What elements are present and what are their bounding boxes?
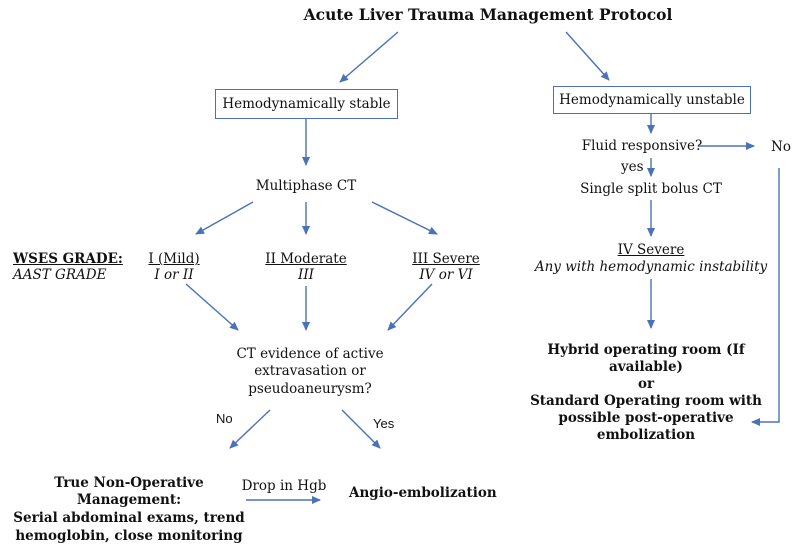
multiphase-ct: Multiphase CT	[255, 178, 357, 194]
or-line-4: Standard Operating room with	[530, 393, 762, 409]
nom-title-line-1: True Non-Operative	[54, 475, 204, 491]
aast-grade-label: AAST GRADE	[13, 267, 107, 283]
or-line-6: embolization	[596, 427, 696, 443]
or-line-2: available)	[609, 359, 683, 375]
arrow-no-to-or	[751, 168, 780, 426]
grade1-aast: I or II	[154, 267, 194, 283]
fluid-yes-label: yes	[621, 159, 644, 175]
no-branch-label: No	[216, 411, 233, 426]
nom-title-line-2: Management:	[76, 492, 182, 508]
arrow-title-to-unstable	[565, 31, 610, 81]
fluid-no-label: No	[771, 139, 791, 155]
stable-box-label: Hemodynamically stable	[222, 96, 391, 112]
arrow-ct-to-grade1	[195, 201, 254, 235]
or-line-3: or	[637, 376, 655, 392]
grade4-note: Any with hemodynamic instability	[534, 259, 768, 275]
grade2-aast: III	[298, 267, 314, 283]
arrow-title-to-stable	[339, 31, 399, 83]
nom-detail-line-1: Serial abdominal exams, trend	[13, 510, 245, 526]
ct-evidence-line-2: extravasation or	[254, 363, 366, 379]
page-title: Acute Liver Trauma Management Protocol	[303, 5, 673, 24]
ct-evidence-line-3: pseudoaneurysm?	[248, 381, 372, 397]
angio-embolization: Angio-embolization	[349, 485, 497, 501]
arrow-grade1-to-evidence	[185, 283, 239, 331]
grade2-wses: II Moderate	[265, 251, 347, 267]
grade3-wses: III Severe	[412, 251, 480, 267]
yes-branch-label: Yes	[373, 416, 395, 431]
grade1-wses: I (Mild)	[148, 251, 200, 267]
nom-detail-line-2: hemoglobin, close monitoring	[15, 528, 243, 544]
wses-grade-label: WSES GRADE:	[13, 251, 123, 267]
arrow-ct-to-grade3	[371, 201, 438, 235]
arrow-evidence-to-angio	[341, 409, 381, 449]
stable-box: Hemodynamically stable	[215, 89, 398, 119]
or-line-1: Hybrid operating room (If	[547, 342, 745, 358]
unstable-box: Hemodynamically unstable	[553, 86, 751, 114]
arrow-evidence-to-nom	[229, 409, 271, 449]
grade3-aast: IV or VI	[419, 267, 473, 283]
grade4-wses: IV Severe	[617, 242, 685, 258]
or-line-5: possible post-operative	[558, 410, 734, 426]
fluid-responsive: Fluid responsive?	[581, 138, 703, 154]
unstable-box-label: Hemodynamically unstable	[559, 92, 745, 108]
drop-in-hgb-label: Drop in Hgb	[241, 478, 327, 494]
ct-evidence-line-1: CT evidence of active	[236, 346, 384, 362]
arrow-grade3-to-evidence	[387, 283, 433, 331]
single-split-bolus-ct: Single split bolus CT	[580, 181, 722, 197]
